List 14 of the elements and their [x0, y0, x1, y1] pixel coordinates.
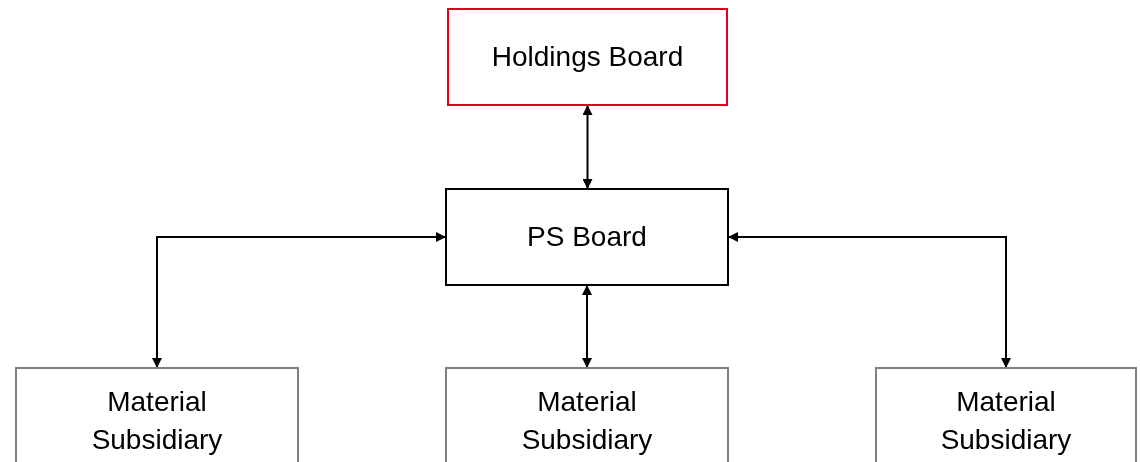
box-label: Material Subsidiary — [90, 385, 224, 457]
double-arrow — [582, 105, 593, 189]
double-arrow — [582, 285, 592, 368]
org-box — [445, 367, 729, 462]
box-label: Material Subsidiary — [939, 385, 1073, 457]
double-arrow — [728, 232, 1011, 368]
org-box — [875, 367, 1137, 462]
org-box — [447, 8, 728, 106]
org-box — [15, 367, 299, 462]
box-label: PS Board — [527, 220, 647, 254]
box-label: Holdings Board — [491, 40, 684, 74]
org-box — [445, 188, 729, 286]
double-arrow — [152, 232, 446, 368]
box-label: Material Subsidiary — [520, 385, 654, 457]
